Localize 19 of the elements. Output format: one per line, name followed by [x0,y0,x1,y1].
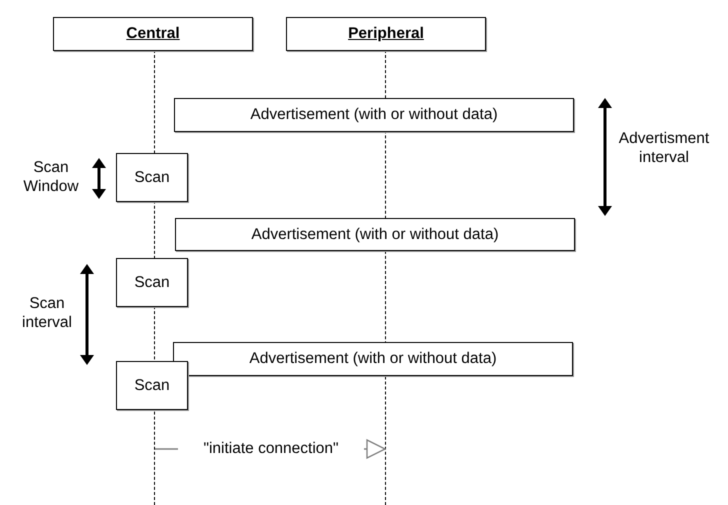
node-label: Advertisement (with or without data) [250,106,498,124]
annotation-label: Advertisment interval [618,130,710,168]
node-label: Scan [134,274,170,292]
advertisement-box [173,342,573,376]
advertisement-box [175,218,575,251]
participant-box [286,17,486,51]
annotation-label: Scan Window [22,159,80,196]
advertisement-box [174,98,574,132]
node-label: Central [126,25,180,43]
participant-box [53,17,253,51]
node-label: Scan [134,168,170,186]
node-label: Advertisement (with or without data) [249,350,497,368]
scan-box [116,258,188,307]
scan-box [116,361,188,410]
node-label: Peripheral [348,25,424,43]
node-label: Advertisement (with or without data) [251,226,499,244]
node-label: Scan [134,376,170,394]
annotation-label: Scan interval [21,295,73,332]
scan-box [116,153,188,202]
